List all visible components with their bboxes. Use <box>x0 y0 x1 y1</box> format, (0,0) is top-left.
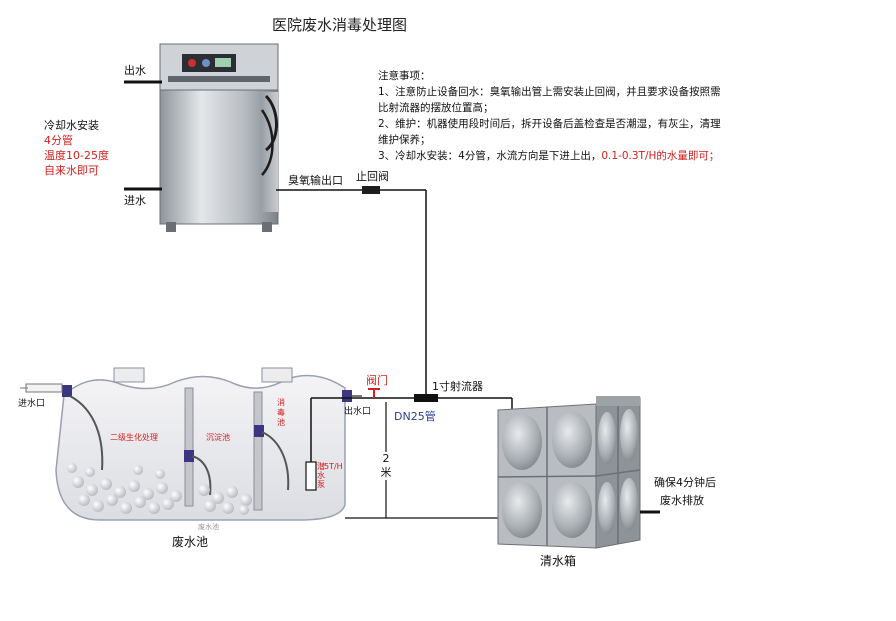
disinfect-label: 消毒池 <box>277 398 285 427</box>
notes-line-1: 1、注意防止设备回水：臭氧输出管上需安装止回阀，并且要求设备按照需 <box>378 86 721 98</box>
ejector-icon <box>414 394 438 402</box>
stage2-label: 二级生化处理 <box>110 433 158 442</box>
cooling-pipe: 4分管 <box>44 134 73 147</box>
sediment-label: 沉淀池 <box>206 433 230 442</box>
waste-tank <box>20 367 426 521</box>
clean-water-tank <box>497 396 660 549</box>
cooling-temp: 温度10-25度 <box>44 149 109 162</box>
notes-line-3: 2、维护：机器使用段时间后，拆开设备后盖检查是否潮湿，有灰尘，清理 <box>378 118 721 130</box>
pump-rate: 5T/H <box>324 462 343 471</box>
height-label: 2米 <box>380 452 392 480</box>
notes-line-5-text: 3、冷却水安装：4分管，水流方向是下进上出， <box>378 150 602 162</box>
ozone-pipe <box>276 186 427 398</box>
notes-line-2: 比射流器的摆放位置高； <box>378 102 494 114</box>
check-valve-label: 止回阀 <box>356 170 389 183</box>
ozone-outlet-label: 臭氧输出口 <box>288 174 343 187</box>
tank-name: 废水池 <box>172 535 209 549</box>
tank-name-small: 废水池 <box>198 523 219 531</box>
diagram-title: 医院废水消毒处理图 <box>272 16 408 34</box>
pump-icon <box>305 461 317 491</box>
hose-icon <box>264 94 278 152</box>
gate-valve-icon <box>368 388 380 398</box>
inlet-label: 进水 <box>124 194 146 207</box>
cooling-title: 冷却水安装 <box>44 119 99 132</box>
cooling-water-note: 冷却水安装 4分管 温度10-25度 自来水即可 <box>44 118 109 178</box>
discharge-note-1: 确保4分钟后 <box>654 476 716 489</box>
valve-label: 阀门 <box>366 374 388 387</box>
pump-label: 潜水泵 <box>317 462 325 489</box>
outlet-label: 出水 <box>124 64 146 77</box>
notes-heading: 注意事项： <box>378 70 431 82</box>
dn-pipe-label: DN25管 <box>394 410 436 423</box>
notes-line-4: 维护保养； <box>378 134 431 146</box>
tank-outlet-label: 出水口 <box>344 407 372 417</box>
check-valve-icon <box>362 186 380 194</box>
tank-inlet-label: 进水口 <box>18 399 46 409</box>
ejector-label: 1寸射流器 <box>432 380 483 393</box>
clean-tank-label: 清水箱 <box>540 554 577 568</box>
notes-block: 注意事项： 1、注意防止设备回水：臭氧输出管上需安装止回阀，并且要求设备按照需 … <box>378 68 721 164</box>
cooling-tap: 自来水即可 <box>44 164 99 177</box>
filter-media <box>67 463 252 515</box>
discharge-note-2: 废水排放 <box>660 494 704 507</box>
notes-line-5: 3、冷却水安装：4分管，水流方向是下进上出，0.1-0.3T/H的水量即可； <box>378 148 721 164</box>
notes-line-5-flow: 0.1-0.3T/H的水量即可； <box>601 150 720 162</box>
ozone-machine <box>124 43 279 232</box>
